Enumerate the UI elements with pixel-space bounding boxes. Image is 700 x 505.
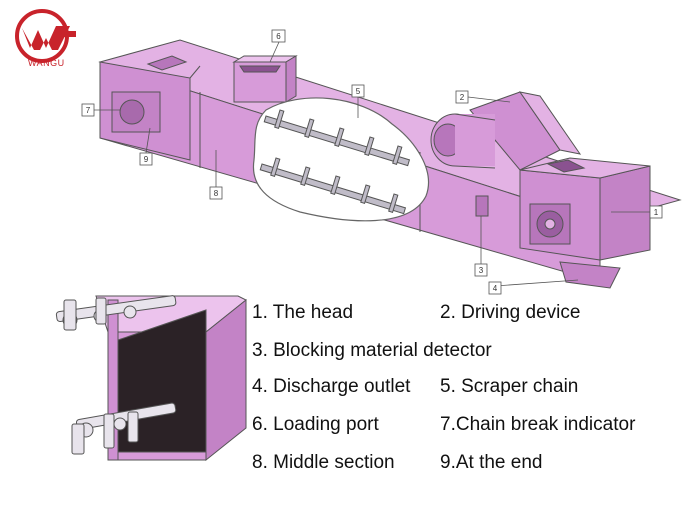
lower-scraper-chain: [259, 157, 407, 215]
tail-edge: [189, 65, 201, 79]
legend-item-6: 6. Loading port: [252, 414, 379, 435]
legend-item-7: 7.Chain break indicator: [440, 414, 636, 435]
callout-2: 2: [460, 93, 465, 102]
top-slot-1: [146, 55, 188, 71]
blocking-detector: [475, 195, 489, 217]
discharge-outlet: [559, 261, 621, 289]
legend-item-3: 3. Blocking material detector: [252, 340, 492, 361]
leader-6: [269, 41, 280, 63]
conveyor-body: [98, 39, 682, 289]
callout-box-6: [271, 29, 286, 43]
brand-name: WANGU: [28, 58, 65, 68]
loading-port: [232, 55, 298, 103]
legend-item-8: 8. Middle section: [252, 452, 395, 473]
leader-9: [145, 127, 151, 154]
driving-device: [430, 91, 582, 171]
detail-inset: [55, 295, 247, 462]
callout-3: 3: [479, 266, 484, 275]
callout-box-2: [455, 90, 469, 104]
inset-lower-chain: [71, 402, 177, 455]
head-section: [519, 157, 651, 261]
logo-w-mark: [22, 26, 70, 50]
callout-box-8: [209, 186, 223, 200]
leader-2: [467, 96, 511, 103]
callout-4: 4: [493, 284, 498, 293]
callout-box-4: [488, 281, 502, 295]
upper-scraper-chain: [263, 109, 411, 167]
legend-item-5: 5. Scraper chain: [440, 376, 579, 397]
callout-8: 8: [214, 189, 219, 198]
callout-box-5: [351, 84, 365, 98]
logo-bar: [64, 31, 76, 37]
callout-6: 6: [276, 32, 281, 41]
callout-boxes: [81, 29, 663, 295]
legend-item-4: 4. Discharge outlet: [252, 376, 411, 397]
callouts: [94, 41, 650, 287]
callout-box-9: [139, 152, 153, 166]
legend-item-1: 1. The head: [252, 302, 354, 323]
callout-labels: 6 5 2 7 9 8 1 3 4: [86, 32, 659, 293]
callout-5: 5: [356, 87, 361, 96]
callout-1: 1: [654, 208, 659, 217]
callout-9: 9: [144, 155, 149, 164]
legend-item-9: 9.At the end: [440, 452, 543, 473]
brand-logo: [15, 9, 76, 63]
callout-box-1: [649, 205, 663, 219]
legend-item-2: 2. Driving device: [440, 302, 581, 323]
inset-upper-chain: [55, 295, 177, 331]
callout-box-7: [81, 103, 95, 117]
callout-7: 7: [86, 106, 91, 115]
callout-box-3: [474, 263, 488, 277]
tail-sprocket: [119, 99, 145, 125]
leader-4: [494, 279, 579, 287]
